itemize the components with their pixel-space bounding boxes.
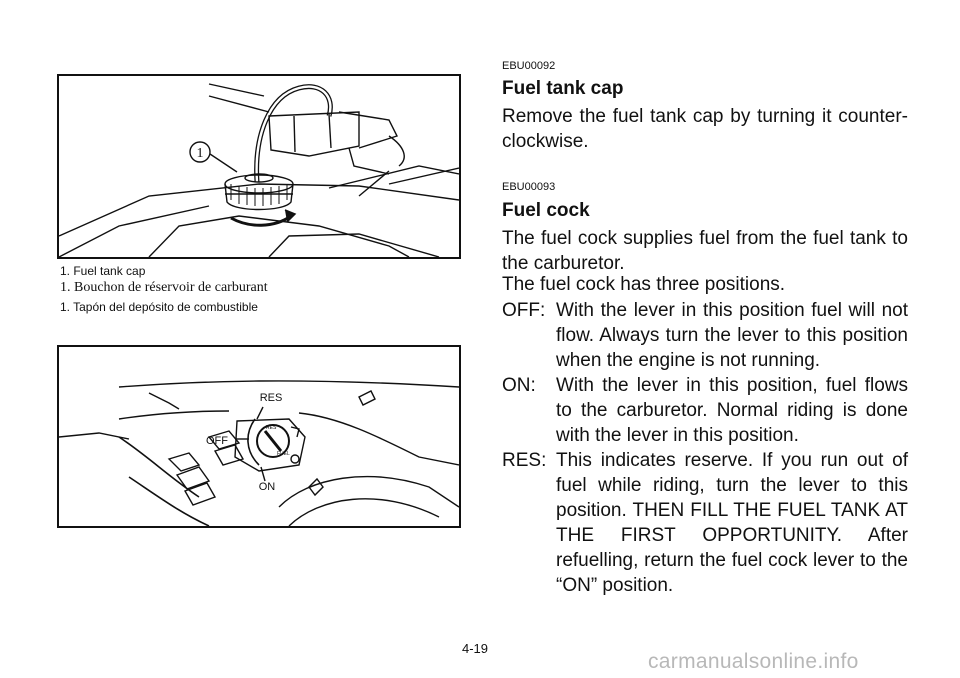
fuel-cock-drawing: RES OFF ON RES FUEL xyxy=(59,380,459,526)
section-title-fuel-tank-cap: Fuel tank cap xyxy=(502,78,624,99)
position-description: With the lever in this position, fuel fl… xyxy=(556,375,908,446)
knob-label-res: RES xyxy=(266,425,277,431)
label-res: RES xyxy=(260,392,283,404)
caption-french: 1. Bouchon de réservoir de carburant xyxy=(60,280,268,295)
knob-label-fuel: FUEL xyxy=(277,451,290,457)
fuel-cock-illustration: RES OFF ON RES FUEL xyxy=(57,345,461,528)
fuel-cock-text: The fuel cock supplies fuel from the fue… xyxy=(502,228,908,274)
section-title-fuel-cock: Fuel cock xyxy=(502,200,590,221)
caption-english: 1. Fuel tank cap xyxy=(60,264,146,278)
position-term: RES: xyxy=(502,450,547,471)
fuel-tank-cap-text: Remove the fuel tank cap by turning it c… xyxy=(502,106,908,152)
position-description: With the lever in this position fuel wil… xyxy=(556,300,908,371)
fuel-cock-positions-intro: The fuel cock has three positions. xyxy=(502,274,786,295)
caption-spanish: 1. Tapón del depósito de combustible xyxy=(60,300,258,314)
fuel-tank-cap-drawing: 1 xyxy=(59,83,459,257)
page-number: 4-19 xyxy=(462,641,489,656)
position-description: This indicates reserve. If you run out o… xyxy=(556,450,908,596)
section-code: EBU00093 xyxy=(502,181,556,193)
section-code: EBU00092 xyxy=(502,60,556,72)
position-term: OFF: xyxy=(502,300,546,321)
fuel-tank-cap-illustration: 1 xyxy=(57,74,461,259)
label-off: OFF xyxy=(206,435,228,447)
watermark: carmanualsonline.info xyxy=(648,650,859,673)
callout-number: 1 xyxy=(197,146,204,161)
position-term: ON: xyxy=(502,375,536,396)
label-on: ON xyxy=(259,481,276,493)
